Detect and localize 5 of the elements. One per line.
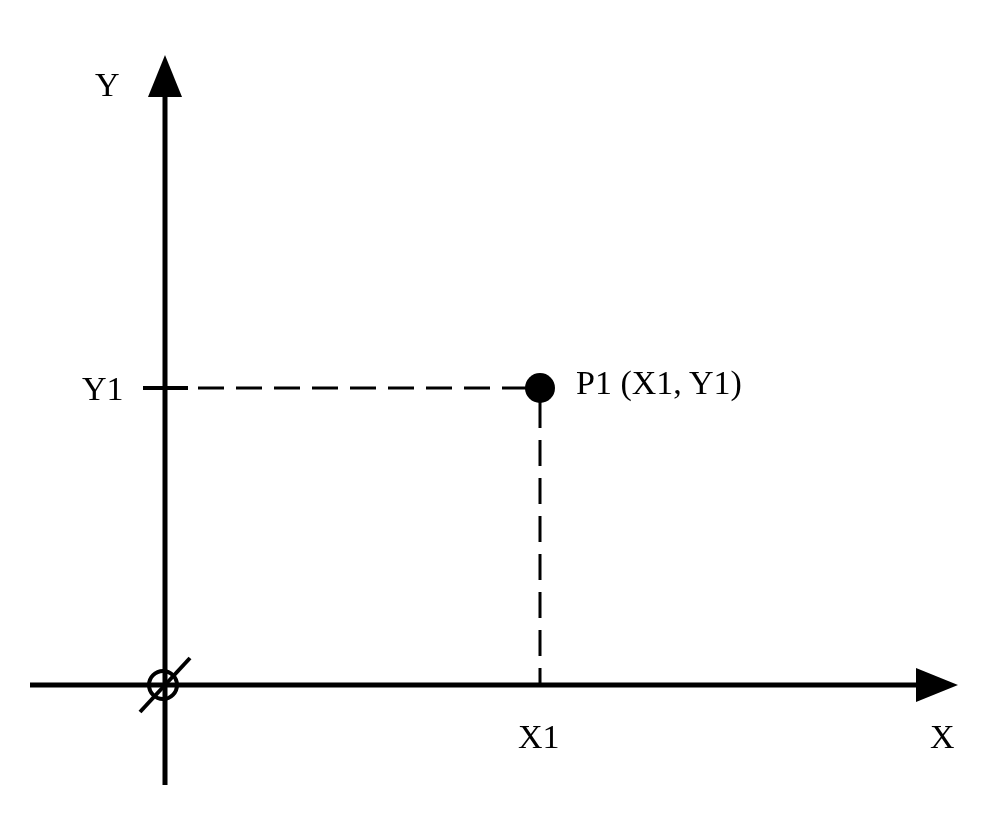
tick-label: X1 <box>518 720 560 754</box>
axis-label: X <box>930 720 955 754</box>
point-label: P1 (X1, Y1) <box>576 366 742 400</box>
tick-label: Y1 <box>82 372 124 406</box>
axis-label: Y <box>95 68 120 102</box>
